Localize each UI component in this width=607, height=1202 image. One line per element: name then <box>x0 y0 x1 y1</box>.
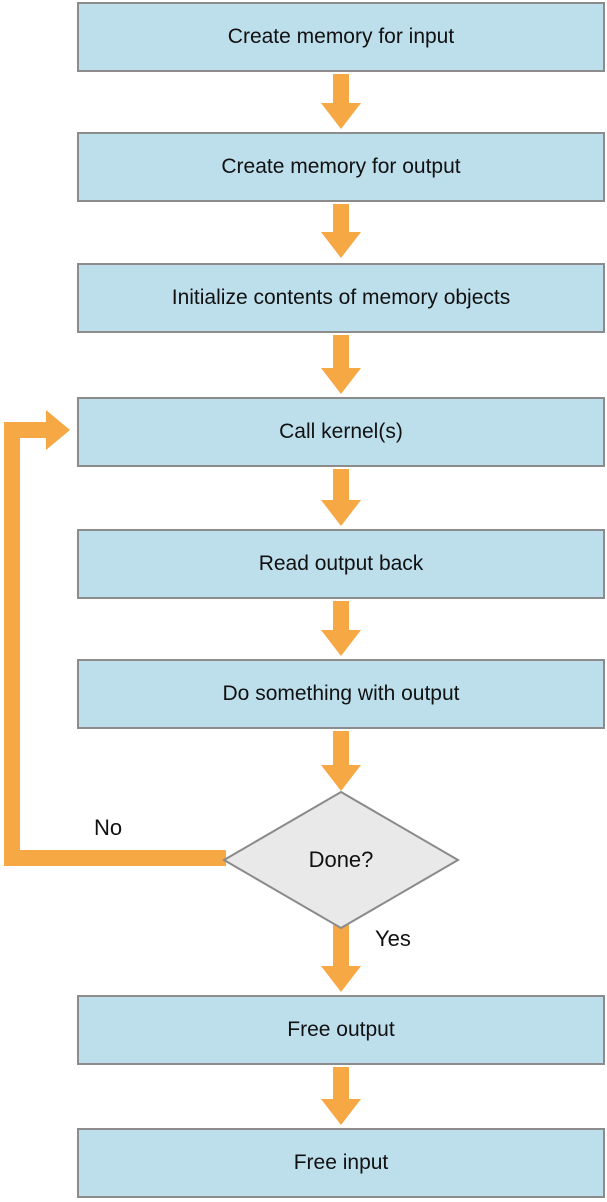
step-read-output-back: Read output back <box>77 529 605 599</box>
arrow-down-6-icon <box>321 731 361 791</box>
decision-diamond <box>222 790 460 930</box>
arrow-down-2-icon <box>321 204 361 258</box>
step-call-kernels: Call kernel(s) <box>77 397 605 467</box>
step-do-something-with-output: Do something with output <box>77 659 605 729</box>
step-create-memory-input: Create memory for input <box>77 2 605 72</box>
step-label: Call kernel(s) <box>279 420 403 443</box>
step-label: Read output back <box>258 552 424 575</box>
step-create-memory-output: Create memory for output <box>77 132 605 202</box>
arrow-down-7-icon <box>321 1067 361 1125</box>
step-initialize-memory-objects: Initialize contents of memory objects <box>77 263 605 333</box>
branch-yes-label: Yes <box>375 926 411 951</box>
arrow-down-4-icon <box>321 469 361 526</box>
step-label: Create memory for output <box>221 155 461 178</box>
arrow-down-3-icon <box>321 335 361 394</box>
step-label: Free output <box>287 1018 395 1041</box>
step-label: Do something with output <box>222 682 460 705</box>
loop-back-connector <box>4 422 226 866</box>
step-free-input: Free input <box>77 1128 605 1198</box>
decision-done-label: Done? <box>308 847 374 872</box>
branch-no-label: No <box>94 815 123 840</box>
step-label: Initialize contents of memory objects <box>171 286 511 309</box>
loop-back-arrowhead-icon <box>46 410 70 450</box>
step-label: Free input <box>293 1151 389 1174</box>
step-label: Create memory for input <box>227 25 455 48</box>
step-free-output: Free output <box>77 995 605 1065</box>
arrow-down-1-icon <box>321 74 361 129</box>
arrow-down-yes-icon <box>321 925 361 992</box>
arrow-down-5-icon <box>321 601 361 656</box>
